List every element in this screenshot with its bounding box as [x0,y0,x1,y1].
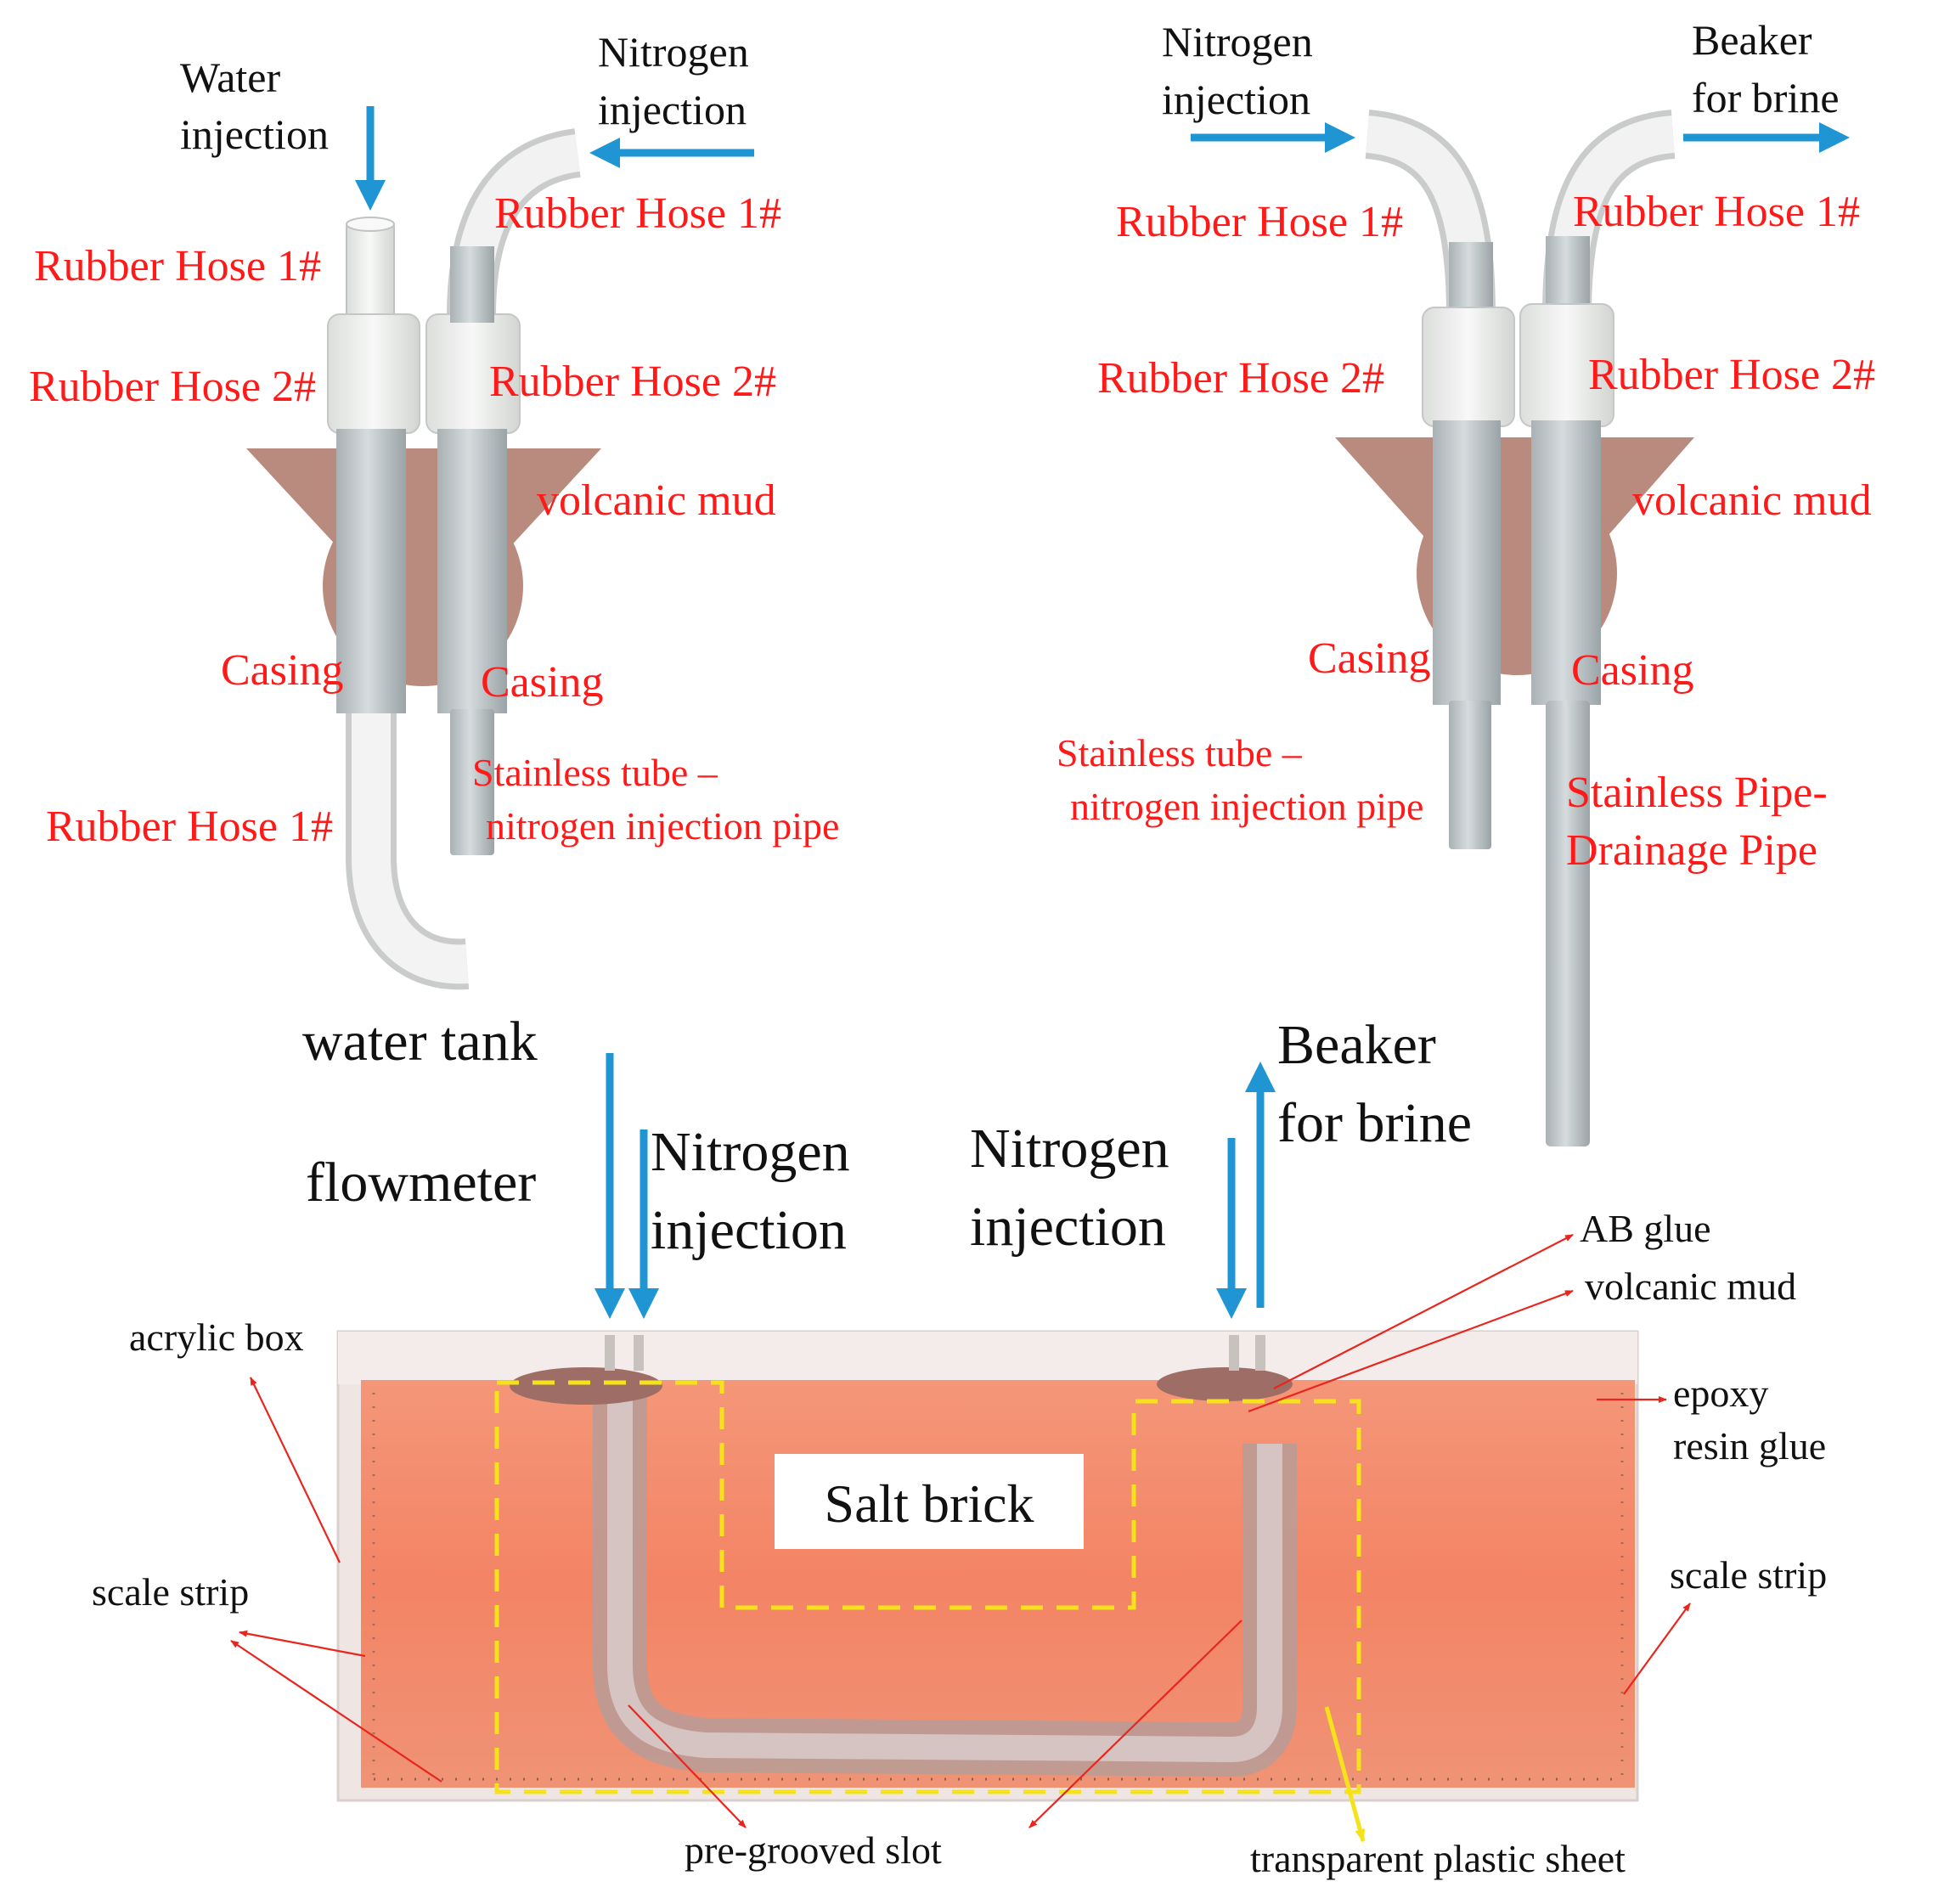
left-assembly [246,128,601,990]
right-stainless-tube-label: Stainless tube – [1057,731,1303,775]
middle-labels: water tank flowmeter Nitrogen injection … [302,1011,1472,1261]
right-stainless-tube [1449,701,1491,849]
right-nitrogen-injection-label-2: injection [1162,76,1310,123]
nitrogen-injection-b-label: Nitrogen [970,1118,1169,1180]
ab-glue-label: AB glue [1580,1207,1711,1250]
left-labels: Water injection Nitrogen injection Rubbe… [29,28,839,851]
epoxy-label: epoxy [1673,1372,1768,1415]
left-nitrogen-injection-label-2: injection [598,86,747,133]
water-injection-label: Water [180,54,280,101]
left-rubber-hose-1-top: Rubber Hose 1# [34,242,321,290]
model-left-mud [510,1367,662,1405]
beaker-label-2: for brine [1277,1092,1472,1154]
left-rubber-hose-1-right: Rubber Hose 1# [494,189,781,238]
water-tank-label: water tank [302,1011,538,1073]
right-rubber-hose-2-left: Rubber Hose 2# [1097,354,1384,403]
left-stainless-tube-label: Stainless tube – [472,751,718,794]
right-beaker-label: Beaker [1692,16,1812,64]
salt-model: Salt brick [336,1330,1639,1802]
left-collar-a [327,313,420,434]
transparent-sheet-pointer [1324,1706,1366,1843]
right-volcanic-mud-label: volcanic mud [1632,476,1872,525]
right-rubber-hose-1-left: Rubber Hose 1# [1116,198,1403,246]
nitrogen-injection-b-label-2: injection [970,1196,1166,1258]
right-drainage-label: Stainless Pipe- [1566,769,1828,817]
model-right-mud [1157,1367,1293,1401]
water-injection-label-2: injection [180,110,329,158]
left-stainless-tube [450,709,494,855]
beaker-label: Beaker [1277,1014,1436,1076]
water-hose-stub [346,222,395,325]
flow-arrows [355,106,1850,1319]
nitrogen-injection-a-label-2: injection [651,1199,847,1261]
transparent-sheet-outline [494,1380,1361,1794]
right-collar-a [1422,307,1515,427]
scale-strip-right-label: scale strip [1670,1553,1827,1597]
left-casing-a [336,429,406,713]
flowmeter-label: flowmeter [306,1152,536,1214]
right-assembly [1335,110,1694,1146]
model-labels: acrylic box scale strip scale strip AB g… [92,1207,1827,1880]
left-stainless-tube-label-2: nitrogen injection pipe [486,804,839,848]
left-casing-label-a: Casing [221,646,343,695]
epoxy-label-2: resin glue [1673,1424,1826,1467]
left-volcanic-mud-label: volcanic mud [537,476,776,525]
pre-grooved-slot-label: pre-grooved slot [685,1828,942,1872]
right-casing-label-a: Casing [1308,634,1430,683]
right-drainage-label-2: Drainage Pipe [1566,826,1817,875]
right-labels: Nitrogen injection Beaker for brine Rubb… [1057,16,1875,875]
left-rubber-hose-2-left: Rubber Hose 2# [29,363,316,411]
nitrogen-injection-a-label: Nitrogen [651,1121,850,1183]
salt-brick-label-box [775,1454,1084,1549]
salt-brick-label: Salt brick [824,1473,1034,1534]
left-nitrogen-injection-label: Nitrogen [598,28,749,76]
right-beaker-label-2: for brine [1692,74,1840,121]
model-volcanic-mud-label: volcanic mud [1585,1265,1796,1308]
acrylic-box-label: acrylic box [129,1315,304,1359]
right-rubber-hose-2-right: Rubber Hose 2# [1588,351,1875,399]
right-nitrogen-injection-label: Nitrogen [1162,18,1313,65]
right-drainage-pipe [1546,701,1590,1146]
scale-strip-left-label: scale strip [92,1570,249,1614]
left-rubber-hose-1-bottom: Rubber Hose 1# [46,803,333,851]
right-casing-label-b: Casing [1571,646,1693,695]
transparent-sheet-label: transparent plastic sheet [1250,1837,1626,1880]
left-casing-b [437,429,507,713]
left-rubber-hose-2-right: Rubber Hose 2# [489,358,776,406]
salt-body [361,1380,1635,1788]
right-rubber-hose-1-right: Rubber Hose 1# [1573,188,1860,236]
left-casing-label-b: Casing [481,658,603,707]
pointer-lines [230,1234,1691,1828]
right-stainless-tube-label-2: nitrogen injection pipe [1070,785,1423,828]
